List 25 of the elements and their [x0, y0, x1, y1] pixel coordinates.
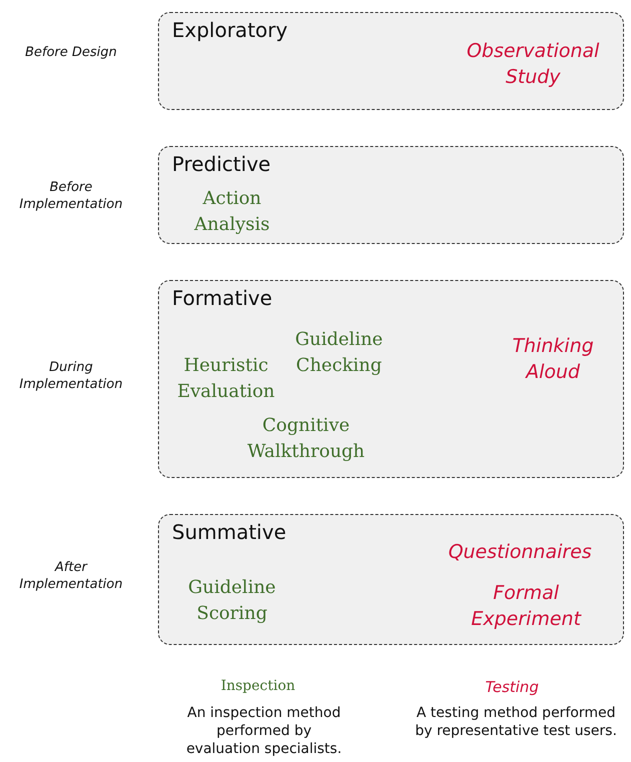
phase-label: Before Design [24, 44, 118, 61]
phase-box [158, 280, 624, 478]
legend-label: Testing [484, 678, 540, 696]
phase-box [158, 514, 624, 645]
phase-box [158, 146, 624, 244]
method-name: Guideline Checking [294, 328, 384, 378]
method-name: Heuristic Evaluation [176, 354, 276, 404]
legend-description: An inspection method performed by evaluation specialists. [185, 704, 343, 758]
phase-heading: Summative [172, 520, 286, 544]
phase-box [158, 12, 624, 110]
method-name: Action Analysis [193, 187, 271, 237]
method-name: Guideline Scoring [187, 576, 277, 626]
method-name: Cognitive Walkthrough [246, 414, 366, 464]
phase-label: During Implementation [18, 359, 124, 393]
phase-label: Before Implementation [18, 179, 124, 213]
legend-label: Inspection [220, 678, 296, 694]
method-name: Formal Experiment [470, 581, 582, 632]
method-name: Thinking Aloud [511, 334, 595, 385]
method-name: Observational Study [466, 39, 600, 90]
phase-heading: Exploratory [172, 18, 288, 42]
phase-heading: Formative [172, 286, 272, 310]
method-name: Questionnaires [447, 540, 593, 565]
phase-heading: Predictive [172, 152, 271, 176]
phase-label: After Implementation [18, 559, 124, 593]
legend-description: A testing method performed by representative test users. [414, 704, 618, 740]
